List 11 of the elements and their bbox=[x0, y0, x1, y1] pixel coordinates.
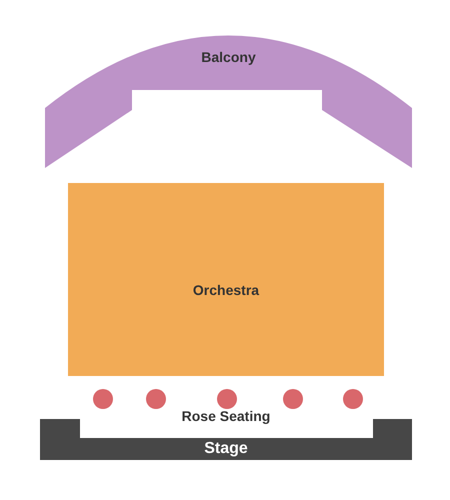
seat-circle bbox=[93, 389, 113, 409]
balcony-section bbox=[45, 33, 412, 169]
stage-label: Stage bbox=[204, 440, 248, 458]
orchestra-section bbox=[68, 183, 384, 376]
seat-circle bbox=[146, 389, 166, 409]
section-label: Balcony bbox=[201, 49, 256, 65]
seating-label: Rose Seating bbox=[182, 408, 270, 424]
seat-circle bbox=[283, 389, 303, 409]
seat-circle bbox=[343, 389, 363, 409]
seat-circle bbox=[217, 389, 237, 409]
section-label: Orchestra bbox=[192, 282, 260, 298]
